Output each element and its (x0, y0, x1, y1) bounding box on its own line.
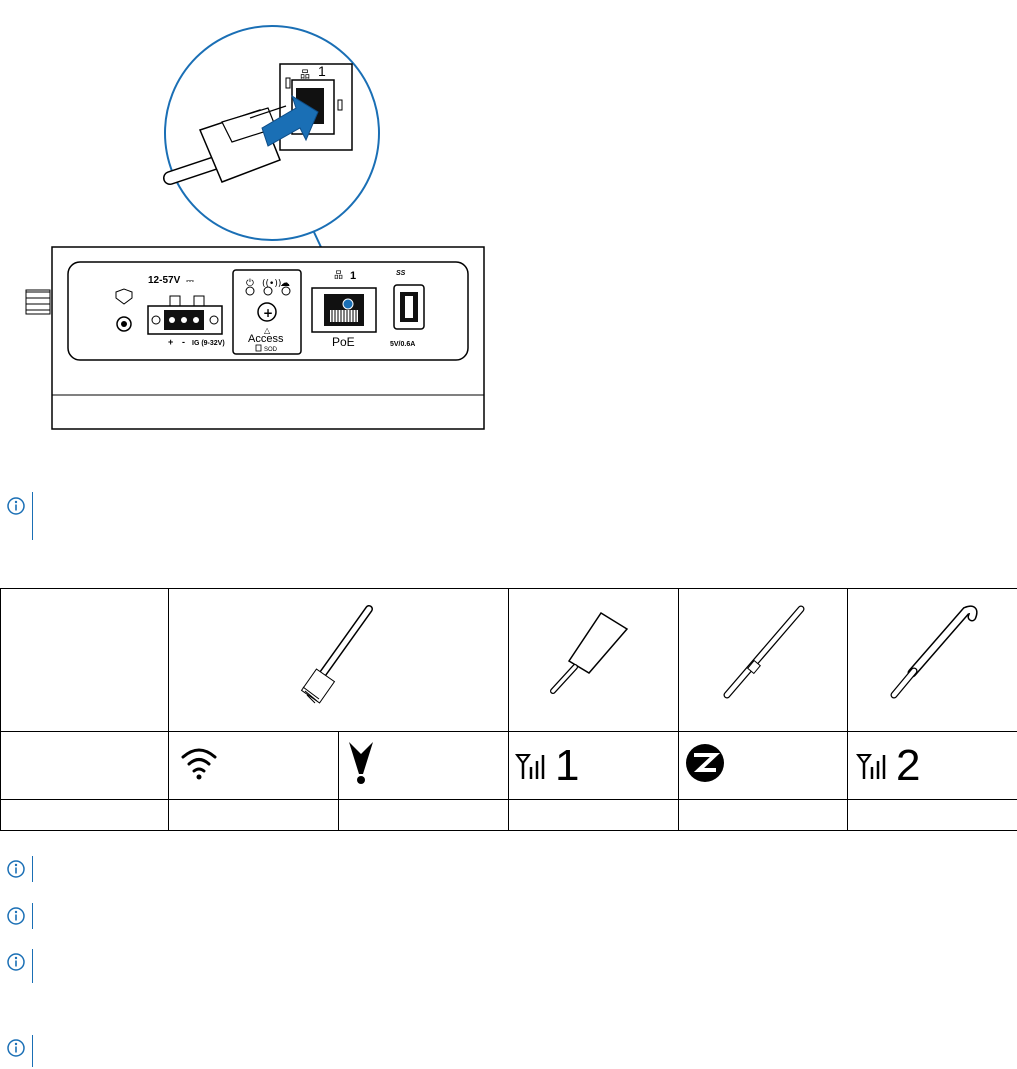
svg-text:IG (9-32V): IG (9-32V) (192, 340, 225, 347)
zigbee-icon (686, 744, 724, 782)
table-cell (338, 799, 509, 831)
info-icon (7, 497, 25, 515)
insert-arrow (261, 94, 319, 147)
info-icon (7, 860, 25, 878)
zoom-callout: 1 品 (163, 25, 380, 241)
svg-text:+: + (263, 306, 273, 320)
svg-text:+: + (168, 337, 173, 347)
note-block (6, 492, 36, 540)
cellular-1-number: 1 (555, 740, 580, 790)
cellular-1-cell: 1 (508, 731, 679, 800)
wifi-gps-antenna-cell (168, 588, 509, 732)
info-icon (7, 1039, 25, 1057)
stick-antenna-image (723, 605, 805, 699)
antenna-icon-row: 1 2 (0, 731, 1017, 800)
voltage-symbol: ⎓ (186, 276, 194, 287)
paddle-antenna-image (550, 611, 629, 694)
zigbee-antenna-cell (678, 588, 848, 732)
usb-port: SS 5V/0.6A (390, 270, 425, 348)
access-panel: ⏻ ((•)) ☁ + △ Access SOD (232, 269, 302, 355)
table-cell (168, 799, 339, 831)
table-cell (0, 799, 169, 831)
gps-icon (349, 742, 373, 784)
svg-text:SOD: SOD (264, 347, 278, 353)
svg-text:SS: SS (396, 270, 406, 277)
wifi-cell (168, 731, 339, 800)
cellular-2-number: 2 (896, 740, 921, 790)
svg-text:☁: ☁ (280, 278, 290, 289)
lan-port-number: 1 (350, 270, 356, 282)
note-block (6, 1035, 36, 1067)
antenna-empty-row (0, 799, 1017, 831)
intrusion-switch (115, 288, 133, 332)
table-cell (0, 731, 169, 800)
voltage-label: 12-57V (148, 275, 181, 286)
antenna-table: 1 2 (0, 588, 1017, 831)
antenna-image-row (0, 588, 1017, 732)
table-cell (0, 588, 169, 732)
power-terminal: 12-57V ⎓ + - IG (9-32V) (147, 275, 225, 347)
svg-text:△: △ (264, 326, 271, 335)
table-cell (678, 799, 848, 831)
info-icon (7, 907, 25, 925)
access-label: Access (248, 333, 284, 345)
gps-cell (338, 731, 509, 800)
dipole-antenna-image (300, 605, 373, 704)
lan-port-label: PoE (332, 335, 355, 349)
wifi-icon (181, 748, 217, 780)
hinged-antenna-image (890, 605, 978, 699)
svg-text:((•)): ((•)) (262, 279, 281, 289)
svg-text:品: 品 (334, 270, 343, 281)
note-block (6, 903, 36, 929)
svg-text:-: - (182, 337, 185, 347)
cellular-signal-icon (515, 753, 545, 779)
cellular-2-antenna-cell (847, 588, 1017, 732)
zigbee-cell (678, 731, 848, 800)
device-body: 12-57V ⎓ + - IG (9-32V) ⏻ ((•)) ☁ + (25, 246, 485, 430)
svg-text:⏻: ⏻ (246, 278, 254, 289)
svg-text:品: 品 (300, 69, 310, 81)
usb-rating: 5V/0.6A (390, 341, 415, 348)
table-cell (847, 799, 1017, 831)
cellular-2-cell: 2 (847, 731, 1017, 800)
table-cell (508, 799, 679, 831)
lan-port: 品 1 PoE (311, 270, 377, 349)
cellular-1-antenna-cell (508, 588, 679, 732)
cellular-signal-icon (856, 753, 886, 779)
zoom-port-number: 1 (318, 63, 326, 79)
info-icon (7, 953, 25, 971)
device-illustration: 1 品 12-57V ⎓ (25, 25, 485, 430)
note-block (6, 949, 36, 983)
note-block (6, 856, 36, 882)
